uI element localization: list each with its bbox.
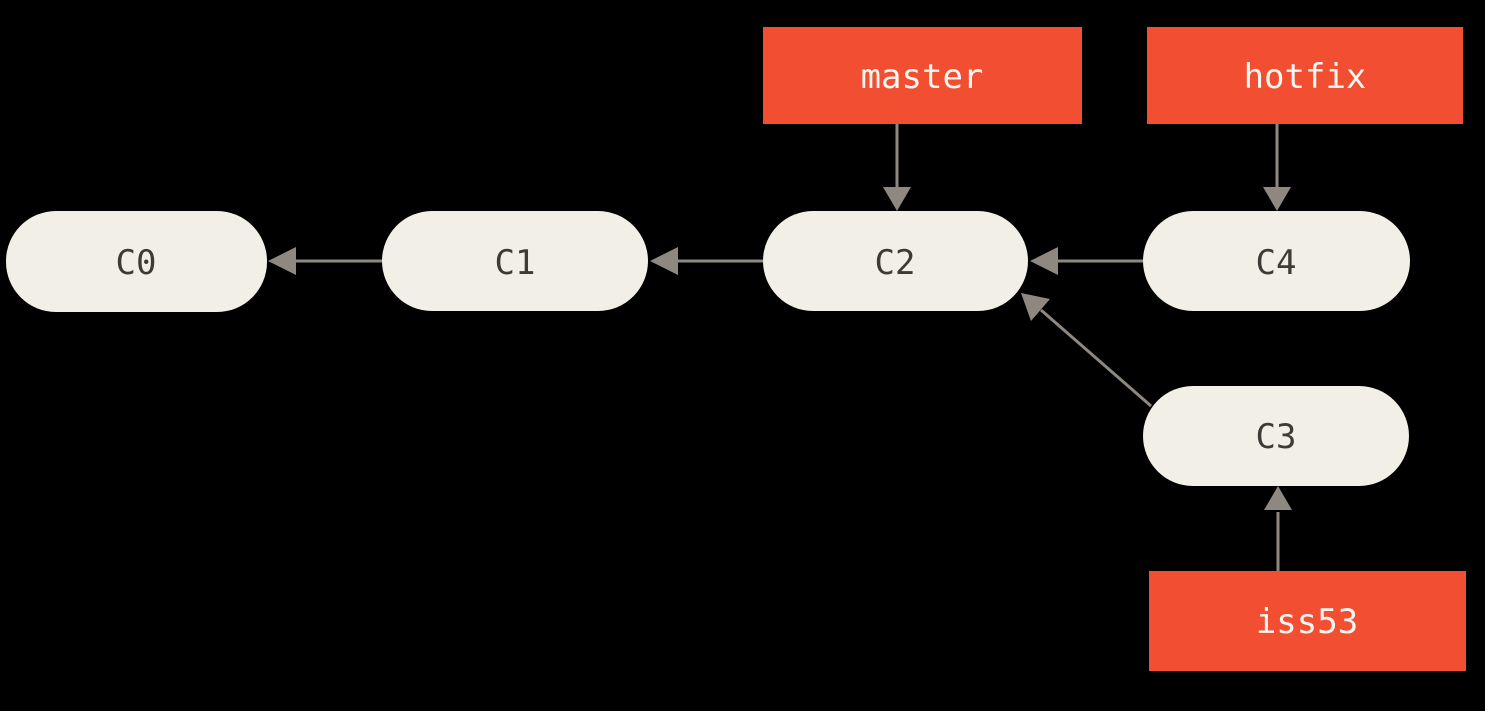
edge-c4-to-c2 — [1030, 247, 1143, 275]
commit-node-c2: C2 — [763, 211, 1028, 311]
edge-c2-to-c1 — [650, 247, 763, 275]
arrowhead-down-icon — [883, 187, 911, 211]
commit-label: C3 — [1256, 417, 1297, 457]
commit-node-c1: C1 — [382, 211, 648, 311]
arrowhead-left-icon — [1030, 247, 1058, 275]
commit-pill — [1143, 211, 1410, 311]
edge-hotfix-to-c4 — [1263, 124, 1291, 211]
arrowhead-upleft-icon — [1021, 293, 1050, 321]
commit-pill — [763, 211, 1028, 311]
commit-node-c0: C0 — [6, 211, 267, 312]
branch-name: hotfix — [1244, 57, 1367, 97]
commit-label: C4 — [1256, 243, 1297, 283]
commit-pill — [1143, 386, 1409, 486]
commit-node-c3: C3 — [1143, 386, 1409, 486]
branch-box — [1147, 27, 1463, 124]
commit-label: C2 — [875, 243, 916, 283]
edge-line — [1040, 308, 1152, 408]
commit-label: C1 — [495, 243, 536, 283]
branch-name: master — [861, 57, 984, 97]
edge-master-to-c2 — [883, 124, 911, 211]
arrowhead-left-icon — [268, 247, 296, 275]
branch-box — [763, 27, 1082, 124]
branch-label-iss53: iss53 — [1149, 571, 1466, 671]
branch-label-master: master — [763, 27, 1082, 124]
edge-c3-to-c2 — [1021, 293, 1152, 408]
commit-pill — [6, 211, 267, 312]
commit-label: C0 — [116, 243, 157, 283]
arrowhead-up-icon — [1264, 486, 1292, 510]
commit-node-c4: C4 — [1143, 211, 1410, 311]
arrowhead-down-icon — [1263, 187, 1291, 211]
branch-name: iss53 — [1256, 602, 1358, 642]
branch-box — [1149, 571, 1466, 671]
edge-c1-to-c0 — [268, 247, 382, 275]
commit-pill — [382, 211, 648, 311]
branch-label-hotfix: hotfix — [1147, 27, 1463, 124]
edge-iss53-to-c3 — [1264, 486, 1292, 571]
arrowhead-left-icon — [650, 247, 678, 275]
